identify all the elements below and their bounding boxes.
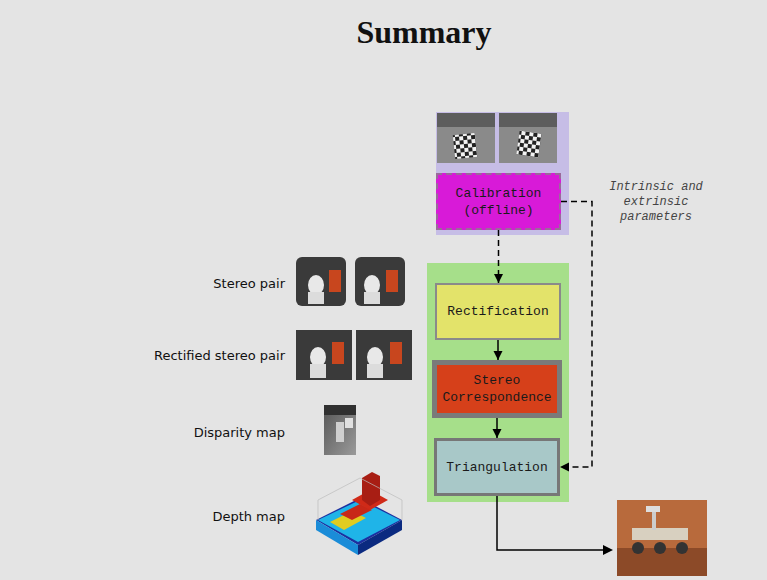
arrow-head: [494, 274, 503, 283]
title: Summary: [0, 14, 767, 51]
box-text: Stereo Correspondence: [442, 372, 551, 406]
disparity-image: [324, 405, 356, 455]
connector: [494, 230, 503, 283]
connector-line: [560, 202, 592, 468]
arrow-head: [560, 463, 569, 472]
rover-image: [617, 500, 707, 576]
pipeline-panel: [427, 263, 569, 502]
output-arrow: [497, 496, 613, 555]
depth-map-plot: [316, 472, 402, 555]
rectified-pair-image: [296, 330, 412, 380]
stereo-pair-image: [296, 257, 405, 306]
edge-label: Intrinsic and extrinsic parameters: [604, 180, 708, 225]
calibration-photo: [437, 113, 557, 163]
box-text: Rectification: [447, 303, 548, 320]
arrow-head: [493, 429, 502, 438]
connector: [493, 418, 502, 438]
process-box: Triangulation: [434, 438, 560, 496]
box-text: Triangulation: [446, 459, 547, 476]
process-box: Rectification: [435, 283, 561, 340]
arrow-head: [494, 351, 503, 360]
calibration-panel: [436, 112, 569, 235]
process-box: Stereo Correspondence: [432, 360, 562, 418]
stage-label: Rectified stereo pair: [154, 348, 285, 363]
connector: [494, 340, 503, 360]
calibration-box: Calibration (offline): [436, 173, 561, 230]
stage-label: Stereo pair: [213, 276, 285, 291]
stage-label: Depth map: [212, 509, 285, 524]
stage-label: Disparity map: [194, 425, 285, 440]
box-text: Calibration (offline): [446, 185, 551, 219]
connector: [560, 202, 592, 472]
